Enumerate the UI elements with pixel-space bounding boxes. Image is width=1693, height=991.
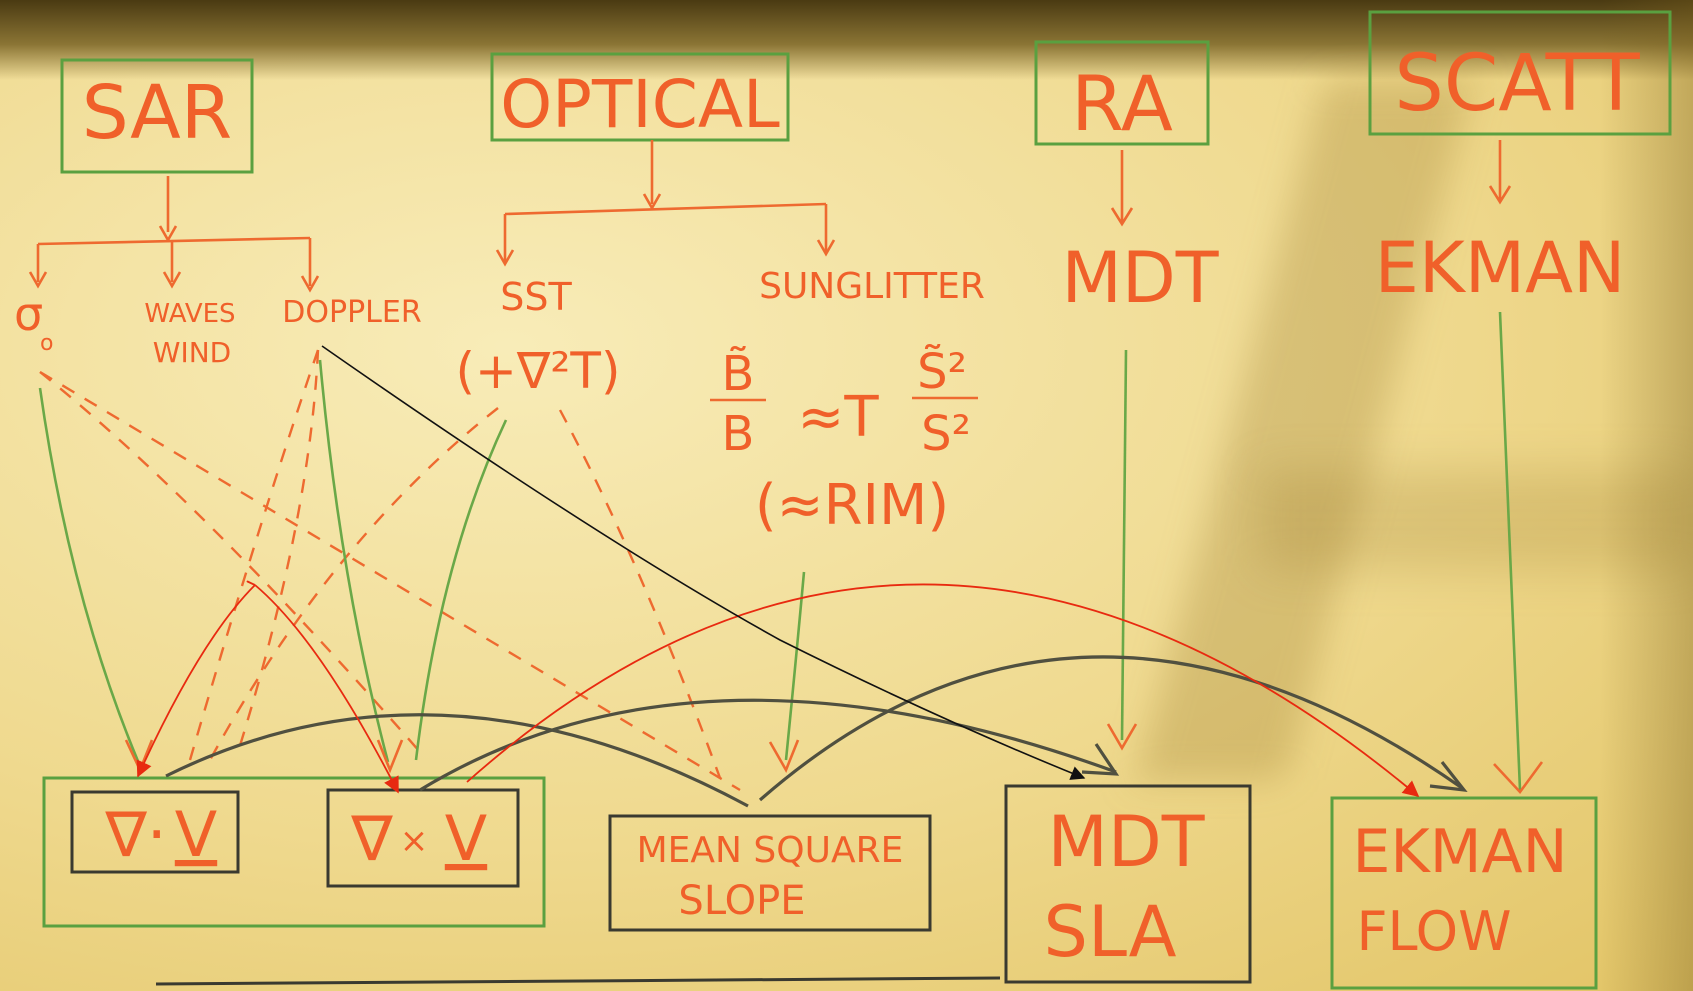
- vector-outputs-group-box: [42, 776, 546, 928]
- formula-s-tilde: S̃²: [917, 343, 967, 400]
- mdt-sla-box: [1004, 784, 1252, 984]
- sar-branch-arrowheads: [28, 225, 320, 293]
- sigma-subscript: o: [40, 331, 53, 356]
- green-sst-to-curl: [414, 419, 508, 761]
- optical-branch-drops: [503, 204, 828, 262]
- formula-t: ≈T: [797, 385, 879, 450]
- divergence-box: [70, 790, 240, 874]
- optical-label: OPTICAL: [500, 66, 780, 143]
- bottom-box-edge: [155, 976, 1001, 986]
- node-scatt: SCATT: [1368, 10, 1672, 136]
- sar-label: SAR: [82, 70, 232, 156]
- curl-nabla: ∇: [350, 802, 393, 875]
- black-arrow-doppler-to-mdt: [321, 345, 1086, 780]
- sar-branch-drops: [36, 238, 312, 286]
- green-mdt-to-box: [1120, 349, 1128, 741]
- green-sigma-to-div: [38, 387, 142, 767]
- red-arrow-to-curl: [254, 584, 399, 794]
- waves-label: WAVES: [144, 299, 235, 329]
- optical-branch-arrowheads: [495, 193, 836, 267]
- ekman-flow-line1: EKMAN: [1353, 817, 1568, 887]
- dashed-doppler-to-div: [188, 349, 320, 761]
- sigma-symbol: σ: [14, 287, 43, 341]
- formula-b: B: [722, 406, 755, 462]
- optical-branch-bar: [504, 202, 827, 216]
- node-mean-square-slope: MEAN SQUARE SLOPE: [608, 814, 932, 932]
- mdt-sla-line2: SLA: [1044, 891, 1177, 973]
- node-sar: SAR: [60, 58, 254, 174]
- dashed-sst-to-div: [208, 407, 499, 761]
- ra-label: RA: [1071, 59, 1173, 148]
- formula-b-tilde: B̃: [722, 345, 755, 402]
- red-arc-curl-to-ekman: [466, 583, 1420, 798]
- ekman-flow-line2: FLOW: [1356, 900, 1511, 963]
- curl-cross: ×: [400, 821, 429, 861]
- sst-formula: (+∇²T): [456, 342, 621, 400]
- sar-box: [60, 58, 254, 174]
- curl-v: V: [445, 802, 487, 875]
- green-arrowheads: [124, 723, 1544, 795]
- ekman-flow-box: [1330, 796, 1598, 990]
- rim-label: (≈RIM): [755, 473, 949, 538]
- ra-arrow: [1110, 150, 1134, 227]
- wind-label: WIND: [153, 336, 231, 369]
- ra-mdt-label: MDT: [1061, 237, 1218, 319]
- mss-line1: MEAN SQUARE: [637, 830, 904, 871]
- arc-curl-to-mdt: [419, 698, 1117, 792]
- shadow-band-horizontal: [1260, 470, 1693, 570]
- scatt-ekman-label: EKMAN: [1375, 227, 1626, 309]
- sigma-naught: σ o: [14, 287, 53, 356]
- dashed-sigma-to-curl: [39, 371, 421, 753]
- node-divergence: ∇· V: [70, 790, 240, 874]
- optical-box: [490, 52, 790, 142]
- green-doppler-to-curl: [318, 359, 390, 763]
- node-optical: OPTICAL: [490, 52, 790, 143]
- sar-branch-bar: [37, 236, 311, 246]
- sst-label: SST: [500, 275, 572, 319]
- node-mdt-sla: MDT SLA: [1004, 784, 1252, 984]
- arc-div-to-mss: [165, 713, 749, 808]
- mss-box: [608, 814, 932, 932]
- divergence-nabla: ∇·: [104, 798, 166, 871]
- scatt-box: [1368, 10, 1672, 136]
- green-rim-to-mss: [784, 571, 806, 761]
- mss-line2: SLOPE: [678, 878, 805, 924]
- red-arrow-to-divergence: [136, 584, 256, 778]
- node-ekman-flow: EKMAN FLOW: [1330, 796, 1598, 990]
- divergence-v: V: [175, 798, 217, 871]
- ra-box: [1034, 40, 1210, 146]
- formula-s: S²: [921, 406, 971, 462]
- sunglitter-label: SUNGLITTER: [759, 266, 985, 307]
- node-ra: RA: [1034, 40, 1210, 148]
- dashed-sst-to-mss: [558, 409, 722, 779]
- doppler-label: DOPPLER: [282, 295, 421, 330]
- mdt-sla-line1: MDT: [1047, 801, 1204, 883]
- arc-mss-to-ekman: [758, 655, 1463, 802]
- scatt-arrow: [1488, 140, 1512, 205]
- scatt-label: SCATT: [1394, 39, 1640, 129]
- green-ekman-to-box: [1498, 311, 1522, 791]
- shadow-right-edge: [1600, 0, 1693, 991]
- red-arc-apex: [246, 580, 256, 586]
- node-curl: ∇ × V: [326, 788, 520, 888]
- dashed-sigma-to-mss: [39, 370, 741, 792]
- glitter-formula: B̃ B ≈T S̃² S²: [710, 343, 978, 462]
- dashed-doppler-to-div-2: [236, 349, 320, 753]
- dark-arc-arrowheads: [1081, 743, 1468, 793]
